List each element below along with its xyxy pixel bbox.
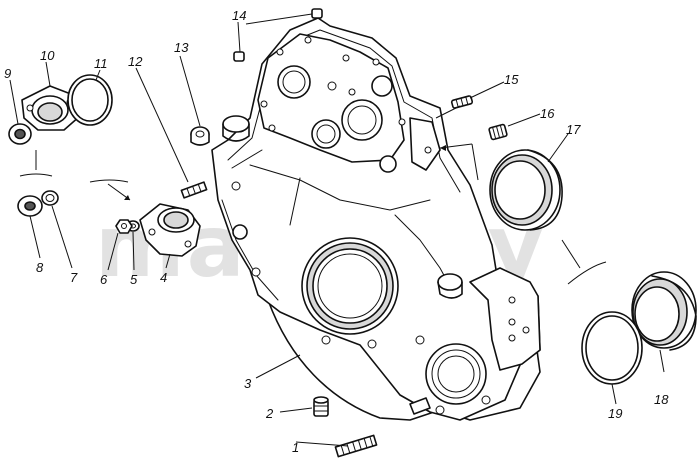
stud-short xyxy=(313,396,329,417)
callout-labels: 1 2 3 4 5 6 7 8 9 10 11 12 13 14 15 16 1… xyxy=(4,8,669,455)
gear-housing xyxy=(211,17,541,421)
seal-ring-8 xyxy=(17,195,43,217)
callout-12: 12 xyxy=(128,54,143,69)
plug-16 xyxy=(488,123,508,141)
flange-housing-10 xyxy=(21,85,81,131)
oil-seal-9 xyxy=(8,123,32,145)
rear-seal-18 xyxy=(631,271,697,351)
callout-16: 16 xyxy=(540,106,555,121)
ring-19 xyxy=(581,311,643,385)
callout-8: 8 xyxy=(36,260,44,275)
callout-7: 7 xyxy=(70,270,78,285)
pin-15 xyxy=(450,95,474,109)
callout-5: 5 xyxy=(130,272,138,287)
callout-19: 19 xyxy=(608,406,622,421)
callout-9: 9 xyxy=(4,66,11,81)
callout-2: 2 xyxy=(265,406,274,421)
assembly-bracket-right xyxy=(561,239,607,285)
callout-11: 11 xyxy=(94,56,108,71)
plug-14 xyxy=(233,8,323,62)
callout-17: 17 xyxy=(566,122,581,137)
callout-14: 14 xyxy=(232,8,246,23)
stud-12 xyxy=(180,181,208,199)
callout-13: 13 xyxy=(174,40,189,55)
callout-10: 10 xyxy=(40,48,55,63)
callout-6: 6 xyxy=(100,272,108,287)
washer-7 xyxy=(41,190,59,206)
front-seal-17 xyxy=(489,149,563,231)
assembly-bracket-left xyxy=(19,150,131,201)
callout-15: 15 xyxy=(504,72,519,87)
callout-1: 1 xyxy=(292,440,299,455)
nut-small xyxy=(115,219,133,234)
leader-lines xyxy=(9,13,665,447)
stud-long xyxy=(334,434,378,458)
bushing-13 xyxy=(190,126,210,146)
callout-18: 18 xyxy=(654,392,669,407)
callout-4: 4 xyxy=(160,270,167,285)
callout-3: 3 xyxy=(244,376,252,391)
bearing-bracket xyxy=(139,203,201,257)
o-ring-11 xyxy=(67,74,113,126)
